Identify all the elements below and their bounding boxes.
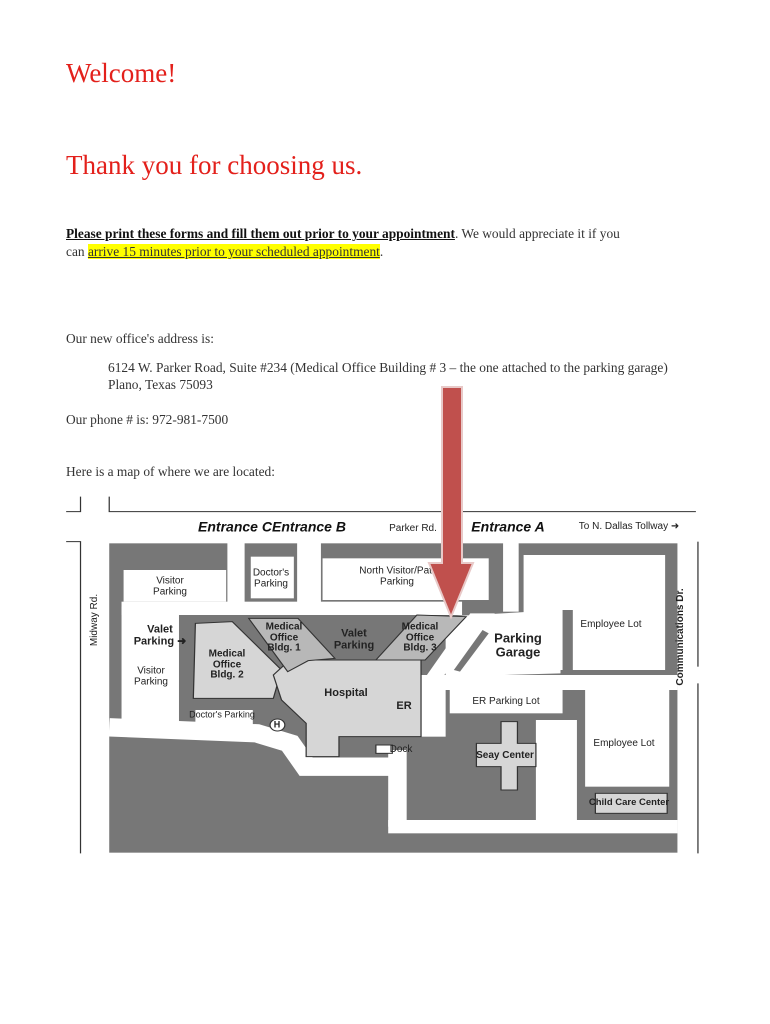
south-road (108, 718, 401, 776)
dock (375, 744, 393, 754)
parking-garage-label: Parking Garage (494, 630, 542, 659)
employee-lot-top-label: Employee Lot (580, 618, 642, 630)
valet-parking-center-label: Valet Parking (333, 627, 375, 651)
entrance-c-label: Entrance C (198, 518, 272, 535)
medical-office-bldg-1-label: Medical Office Bldg. 1 (265, 621, 303, 654)
parker-rd-label: Parker Rd. (389, 522, 437, 534)
helipad-label: H (273, 719, 281, 730)
seay-center-building (475, 721, 537, 791)
seay-center-label: Seay Center (476, 749, 534, 761)
child-care-center-label: Child Care Center (588, 797, 670, 809)
medical-office-bldg-2-label: Medical Office Bldg. 2 (208, 648, 246, 681)
medical-office-bldg-1 (247, 617, 337, 673)
appreciate-text: . We would appreciate it if you (454, 226, 620, 241)
street-lines (66, 496, 699, 854)
arrow-down-icon (427, 386, 475, 620)
can-text: can (66, 244, 88, 259)
thanks-heading: Thank you for choosing us. (66, 150, 363, 180)
hospital-building (272, 659, 422, 758)
map-intro: Here is a map of where we are located: (66, 464, 275, 479)
entrance-b-label: Entrance B (272, 518, 346, 535)
phone-text: Our phone # is: 972-981-7500 (66, 412, 229, 427)
north-visitor-parking-label: North Visitor/Pat. Parking (359, 565, 435, 587)
buildings (192, 614, 668, 814)
entrance-a-label: Entrance A (471, 518, 545, 535)
hospital-label: Hospital (324, 687, 368, 700)
medical-office-bldg-3-label: Medical Office Bldg. 3 (401, 621, 439, 654)
roads-and-lots (121, 541, 678, 834)
tollway-label: To N. Dallas Tollway ➜ (578, 520, 680, 532)
address-line-2: Plano, Texas 75093 (108, 377, 213, 392)
intro-line-1: Please print these forms and fill them o… (66, 226, 620, 242)
print-forms-instruction: Please print these forms and fill them o… (66, 226, 455, 241)
intro-line-2: can arrive 15 minutes prior to your sche… (66, 244, 383, 260)
dock-label: Dock (389, 743, 413, 755)
address-label: Our new office's address is: (66, 331, 214, 346)
employee-lot-lower-label: Employee Lot (593, 737, 655, 749)
visitor-parking-lower-label: Visitor Parking (134, 665, 168, 687)
er-label: ER (396, 700, 412, 713)
arrive-early-highlight: arrive 15 minutes prior to your schedule… (87, 244, 380, 259)
address-line-1: 6124 W. Parker Road, Suite #234 (Medical… (108, 360, 668, 375)
doctors-parking-top-label: Doctor's Parking (252, 567, 290, 589)
er-parking-lot-label: ER Parking Lot (472, 695, 540, 707)
valet-parking-left-label: Valet Parking ➜ (133, 623, 187, 647)
welcome-heading: Welcome! (66, 58, 177, 88)
child-care-building (594, 792, 668, 814)
doctors-parking-lower-label: Doctor's Parking (189, 709, 255, 720)
period: . (379, 244, 384, 259)
visitor-parking-top-label: Visitor Parking (153, 575, 187, 597)
helipad (269, 718, 286, 732)
campus-map (66, 496, 699, 854)
